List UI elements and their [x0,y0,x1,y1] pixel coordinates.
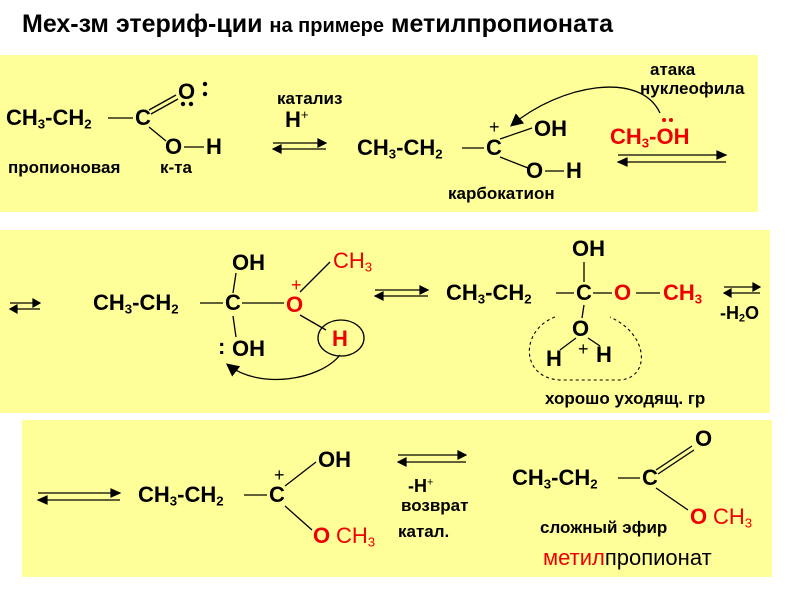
ester-methoxy-oxygen: O [690,504,708,529]
oxonium-plus-charge: + [291,275,302,295]
carbocation-hydrogen: H [566,158,582,183]
migrating-proton: H [332,326,348,351]
tetrahedral-oh-top: OH [232,250,265,275]
ester-class-label: сложный эфир [540,518,668,537]
oxonium-oxygen: O [286,292,304,317]
ester-cation-carbon: C [269,482,285,507]
ester-name-suffix: пропионат [604,545,712,570]
panel-protonation [0,55,758,212]
carbonyl-oxygen: O [178,79,196,104]
carbocation-carbon: C [486,135,502,160]
reactant-acid-label: к-та [160,158,192,177]
minus-proton-label: -H+ [408,476,434,496]
lone-pair-dots: : [218,334,226,359]
ester-cation-methyl: CH3 [336,523,376,550]
tetrahedral-oh-bottom: OH [232,336,265,361]
ester-cation-plus: + [274,465,285,485]
leaving-water-h-left: H [546,346,562,371]
hydroxyl-hydrogen: H [206,134,222,159]
ester-name-prefix: метил [543,545,605,570]
protonated-methyl: CH3 [663,280,703,307]
tetrahedral-carbon: C [225,290,241,315]
title-part-1: Мех-зм этериф-ции [22,10,263,38]
catalyst-return-label: возврат [401,496,469,515]
water-loss-label: -H2O [720,303,760,325]
reactant-name-label: пропионовая [8,158,121,177]
carbocation-label: карбокатион [448,184,555,203]
ester-carbon: C [642,465,658,490]
nucleophile-attack-label-2: нуклеофила [640,79,745,98]
protonated-ether-oxygen: O [614,280,632,305]
oxonium-methyl: CH3 [333,248,373,275]
panel-deprotonation [22,420,772,577]
carbocation-formula: CH3-CH2 [357,135,443,162]
leaving-water-oxygen: O [572,316,590,341]
title-part-2: на примере [269,15,385,37]
carbonyl-carbon: C [135,105,151,130]
ester-cation-formula: CH3-CH2 [138,482,224,509]
catalysis-label: катализ [277,89,343,108]
methanol-formula: CH3-OH [610,124,690,151]
ester-formula: CH3-CH2 [512,465,598,492]
tetrahedral-formula: CH3-CH2 [93,290,179,317]
protonated-carbon: C [576,280,592,305]
carbocation-oxygen: O [526,158,544,183]
leaving-group-label: хорошо уходящ. гр [545,389,706,408]
ester-name: метилпропионат [543,547,712,569]
title-part-3: метилпропионата [390,10,614,38]
ester-cation-oxygen: O [313,523,331,548]
protonated-formula: CH3-CH2 [446,280,532,307]
panel-addition [0,230,770,413]
carbocation-plus-charge: + [489,117,500,137]
propionic-acid-formula: CH3-CH2 [6,105,92,132]
leaving-water-plus: + [578,339,589,359]
carbocation-hydroxyl: OH [534,116,567,141]
protonated-oh: OH [572,236,605,261]
ester-carbonyl-oxygen: O [695,426,713,451]
hydroxyl-oxygen: O [165,134,183,159]
leaving-water-h-right: H [596,342,612,367]
page-title: Мех-зм этериф-ции на примере метилпропио… [22,12,613,37]
ester-methoxy-methyl: CH3 [713,504,753,531]
h-plus-catalyst: H+ [285,107,309,132]
nucleophile-attack-label-1: атака [650,60,696,79]
ester-cation-oh: OH [318,447,351,472]
catalyst-label: катал. [398,522,450,541]
